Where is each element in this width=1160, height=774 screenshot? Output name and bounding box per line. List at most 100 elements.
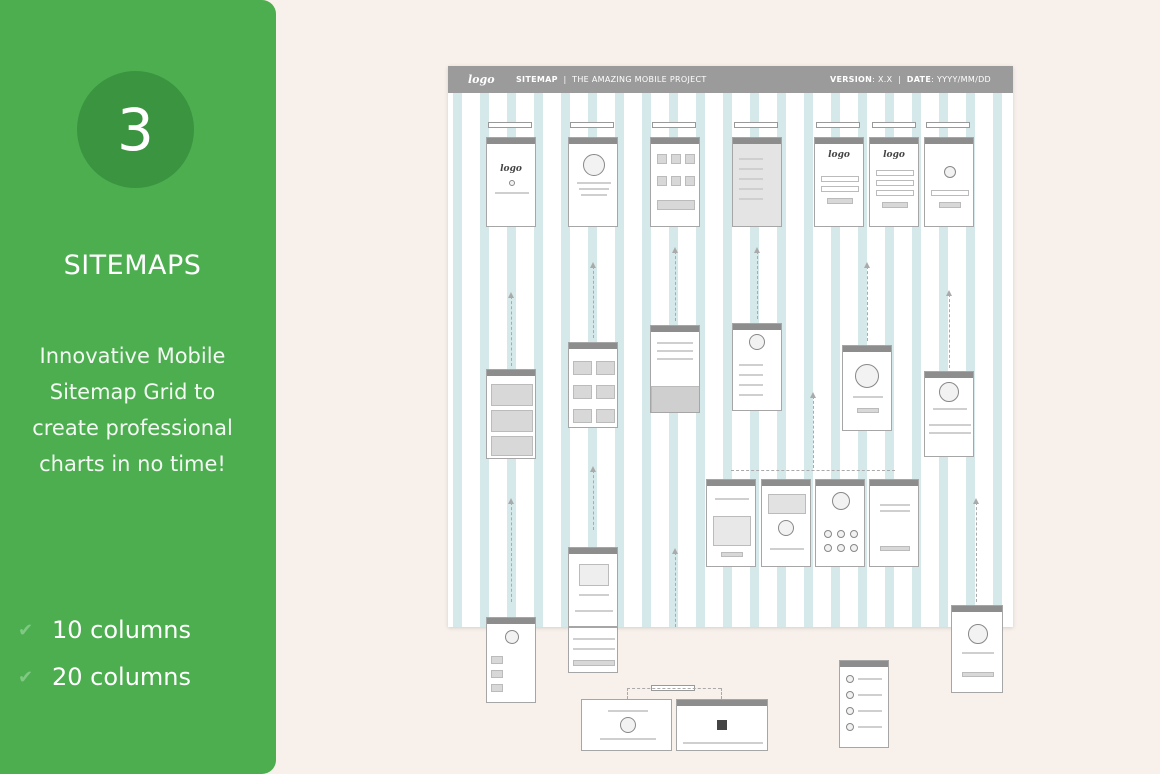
card — [596, 409, 615, 423]
connector-line — [757, 251, 758, 319]
wireframe-media-list-screen — [486, 617, 536, 703]
text-line — [929, 432, 971, 434]
screen-logo: logo — [500, 164, 522, 174]
arrow-icon — [508, 498, 514, 504]
card — [573, 361, 592, 375]
keyboard — [651, 386, 699, 412]
signup-button — [882, 202, 908, 208]
wireframe-success-detail-screen — [951, 605, 1003, 693]
text-line — [962, 652, 994, 654]
screen-label — [816, 122, 860, 128]
status-bar — [840, 661, 888, 667]
feature-label: 20 columns — [52, 663, 192, 691]
screen-label — [734, 122, 778, 128]
grid-column — [939, 93, 948, 627]
continue-button — [880, 546, 910, 551]
wireframe-share-screen — [815, 479, 865, 567]
status-bar — [487, 138, 535, 144]
grid-column — [804, 93, 813, 627]
grid-column — [534, 93, 543, 627]
status-bar — [815, 138, 863, 144]
menu-line — [739, 158, 763, 160]
feature-item: ✔ 10 columns — [18, 616, 191, 644]
screen-label — [926, 122, 970, 128]
arrow-icon — [946, 290, 952, 296]
menu-line — [739, 198, 763, 200]
connector-line — [511, 502, 512, 602]
connector-line — [627, 688, 721, 689]
wireframe-thankyou-screen — [869, 479, 919, 567]
progress-line — [495, 192, 529, 194]
sitemap-title-bold: SITEMAP — [516, 75, 558, 84]
wireframe-review-screen — [706, 479, 756, 567]
quote-box — [768, 494, 806, 514]
play-icon — [505, 630, 519, 644]
feature-item: ✔ 20 columns — [18, 663, 191, 691]
list-line — [858, 694, 882, 696]
screen-label — [652, 122, 696, 128]
feature-panel: 3 SITEMAPS Innovative Mobile Sitemap Gri… — [0, 0, 276, 774]
status-bar — [870, 480, 918, 486]
connector-line — [949, 294, 950, 368]
social-icon — [850, 544, 858, 552]
badge-icon — [832, 492, 850, 510]
arrow-icon — [590, 262, 596, 268]
connector-line — [867, 266, 868, 341]
status-bar — [487, 370, 535, 376]
text-line — [581, 194, 607, 196]
description-line: Innovative Mobile — [39, 344, 226, 368]
text-line — [577, 182, 611, 184]
grid-block — [491, 436, 533, 456]
text-line — [573, 648, 615, 650]
text-line — [929, 424, 971, 426]
wireframe-video-player-screen — [676, 699, 768, 751]
submit-button — [939, 202, 961, 208]
social-icon — [824, 544, 832, 552]
menu-line — [739, 178, 763, 180]
status-bar — [677, 700, 767, 706]
sitemap-title: SITEMAP | THE AMAZING MOBILE PROJECT — [516, 75, 707, 84]
version-value: X.X — [877, 75, 893, 84]
screen-label — [570, 122, 614, 128]
date-value: YYYY/MM/DD — [936, 75, 991, 84]
status-bar — [569, 343, 617, 349]
status-bar — [925, 138, 973, 144]
status-bar — [843, 346, 891, 352]
grid-block — [491, 384, 533, 406]
card — [573, 409, 592, 423]
input-box — [821, 176, 859, 182]
list-icon — [846, 707, 854, 715]
arrow-icon — [672, 548, 678, 554]
status-bar — [733, 324, 781, 330]
arrow-icon — [864, 262, 870, 268]
text-line — [579, 188, 609, 190]
sitemap-project-name: THE AMAZING MOBILE PROJECT — [572, 75, 707, 84]
text-line — [579, 594, 609, 596]
list-icon — [846, 675, 854, 683]
connector-line — [976, 502, 977, 602]
card — [596, 385, 615, 399]
status-bar — [569, 138, 617, 144]
status-bar — [651, 138, 699, 144]
tile — [657, 176, 667, 186]
menu-line — [739, 384, 763, 386]
continue-button — [962, 672, 994, 677]
menu-line — [739, 364, 763, 366]
menu-line — [739, 374, 763, 376]
status-bar — [762, 480, 810, 486]
avatar-icon — [778, 520, 794, 536]
thumbnail — [491, 684, 503, 692]
list-icon — [846, 691, 854, 699]
description-line: create professional — [32, 416, 233, 440]
input-box — [876, 170, 914, 176]
social-icon — [837, 544, 845, 552]
screen-label — [872, 122, 916, 128]
description-line: Sitemap Grid to — [49, 380, 216, 404]
arrow-icon — [672, 247, 678, 253]
banner — [657, 200, 695, 210]
status-bar — [733, 138, 781, 144]
loader-icon — [509, 180, 515, 186]
progress-line — [683, 742, 763, 744]
rating-stars — [715, 498, 749, 500]
action-button — [573, 660, 615, 666]
